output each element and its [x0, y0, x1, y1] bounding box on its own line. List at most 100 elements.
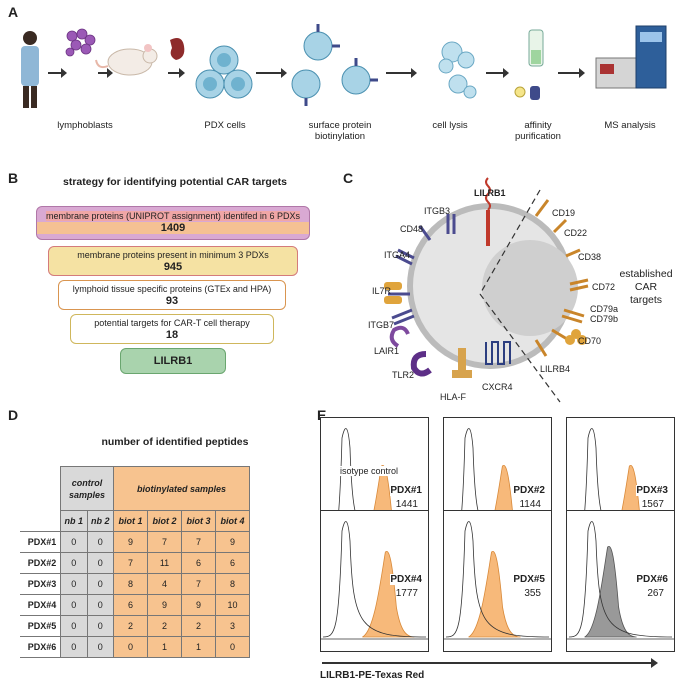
cell-nucleus	[482, 240, 578, 336]
table-corner	[20, 511, 61, 532]
table-cell: 9	[214, 531, 251, 553]
table-cell: 1	[147, 636, 182, 658]
table-cell: 2	[181, 615, 216, 637]
marker-label-cd79a: CD79a	[590, 304, 619, 314]
histogram-mfi-value: 267	[647, 588, 664, 599]
table-cell: 4	[147, 573, 182, 595]
mass-spectrometer-icon	[595, 25, 667, 89]
divider-line	[479, 293, 561, 403]
isotype-control-label: isotype control	[340, 466, 399, 476]
table-cell: 6	[214, 552, 251, 574]
affinity-tube-icon	[514, 29, 544, 100]
funnel-step-3: lymphoid tissue specific proteins (GTEx …	[58, 280, 286, 310]
funnel-step-text: membrane proteins (UNIPROT assignment) i…	[46, 211, 300, 221]
funnel-step-text: membrane proteins present in minimum 3 P…	[77, 250, 269, 260]
x-axis-label: LILRB1-PE-Texas Red	[320, 670, 425, 681]
marker-label-lilrb4: LILRB4	[540, 364, 571, 374]
histogram-sample-label: PDX#3	[636, 484, 668, 496]
table-cell: 0	[86, 615, 115, 637]
funnel-step-4: potential targets for CAR-T cell therapy…	[70, 314, 274, 344]
table-cell: 11	[147, 552, 182, 574]
x-axis-arrowhead	[651, 658, 658, 668]
marker-label-cd19: CD19	[552, 208, 576, 218]
cd70-trimer	[565, 329, 587, 345]
control-header-line-1: control	[71, 477, 103, 488]
histogram-mfi-value: 1777	[395, 588, 418, 599]
marker-label-cd79b: CD79b	[590, 314, 619, 324]
marker-label-cd22: CD22	[564, 228, 588, 238]
label-biotinylation: surface protein biotinylation	[308, 120, 372, 142]
spleen-icon	[170, 38, 185, 60]
histogram-sample-label: PDX#5	[513, 574, 545, 585]
isotype-control-curve	[322, 521, 427, 638]
table-cell: 7	[113, 552, 149, 574]
funnel-step-count: 945	[163, 261, 183, 273]
workflow-arrow	[98, 68, 113, 78]
established-line-1: established	[619, 268, 673, 280]
lymphoblast-cluster-icon	[65, 28, 96, 57]
cell-diagram	[384, 177, 589, 403]
established-car-targets-label: established CAR targets	[616, 268, 676, 307]
histogram-mfi-value: 1144	[519, 498, 541, 510]
workflow-arrow	[486, 68, 509, 78]
established-line-3: targets	[629, 294, 663, 306]
funnel-final-text: LILRB1	[153, 355, 193, 367]
panel-letter-e: E	[317, 407, 327, 423]
panel-letter-c: C	[343, 170, 354, 186]
peptide-table: control samples biotinylated samples nb …	[20, 466, 251, 658]
lair1-receptor	[389, 325, 410, 348]
marker-label-cd70: CD70	[578, 336, 602, 346]
funnel-final: LILRB1	[120, 348, 226, 374]
table-cell: 0	[86, 531, 115, 553]
isotype-control-curve	[568, 521, 673, 638]
marker-label-itga4: ITGA4	[384, 250, 411, 260]
panel-letter-b: B	[8, 170, 19, 186]
funnel-step-count: 93	[165, 295, 179, 307]
row-header: PDX#6	[20, 636, 61, 658]
table-cell: 9	[113, 531, 149, 553]
left-receptors	[388, 214, 456, 326]
table-cell: 7	[181, 573, 216, 595]
table-cell: 0	[60, 573, 88, 595]
table-cell: 0	[86, 594, 115, 616]
lilrb1-receptor	[485, 177, 491, 246]
biotinylated-samples-header: biotinylated samples	[113, 466, 250, 511]
funnel-step-2: membrane proteins present in minimum 3 P…	[48, 246, 298, 276]
column-header: biot 1	[113, 510, 149, 532]
marker-label-hla-f: HLA-F	[440, 392, 467, 402]
divider-line	[479, 189, 541, 295]
histogram-plot	[444, 521, 551, 640]
label-pdx-cells: PDX cells	[204, 120, 246, 131]
label-ms-analysis: MS analysis	[604, 120, 656, 131]
stained-curve	[362, 550, 415, 638]
control-samples-header: control samples	[59, 466, 115, 511]
funnel-step-text: lymphoid tissue specific proteins (GTEx …	[72, 284, 272, 294]
histogram-plot	[567, 521, 674, 640]
table-cell: 7	[181, 531, 216, 553]
right-receptors	[534, 199, 589, 357]
marker-label-cd38: CD38	[578, 252, 602, 262]
table-cell: 8	[214, 573, 251, 595]
marker-label-itgb3: ITGB3	[424, 206, 451, 216]
workflow-illustration	[21, 24, 667, 108]
hla-f-receptor	[452, 348, 472, 378]
workflow-arrow	[256, 68, 287, 78]
table-cell: 2	[113, 615, 149, 637]
marker-label-cd72: CD72	[592, 282, 616, 292]
table-cell: 0	[86, 573, 115, 595]
table-cell: 2	[147, 615, 182, 637]
workflow-arrow	[558, 68, 585, 78]
table-cell: 1	[181, 636, 216, 658]
strategy-title: strategy for identifying potential CAR t…	[62, 176, 288, 188]
mouse-icon	[95, 44, 158, 76]
label-cell-lysis: cell lysis	[432, 120, 468, 131]
column-header: nb 2	[86, 510, 115, 532]
patient-icon	[21, 31, 39, 108]
